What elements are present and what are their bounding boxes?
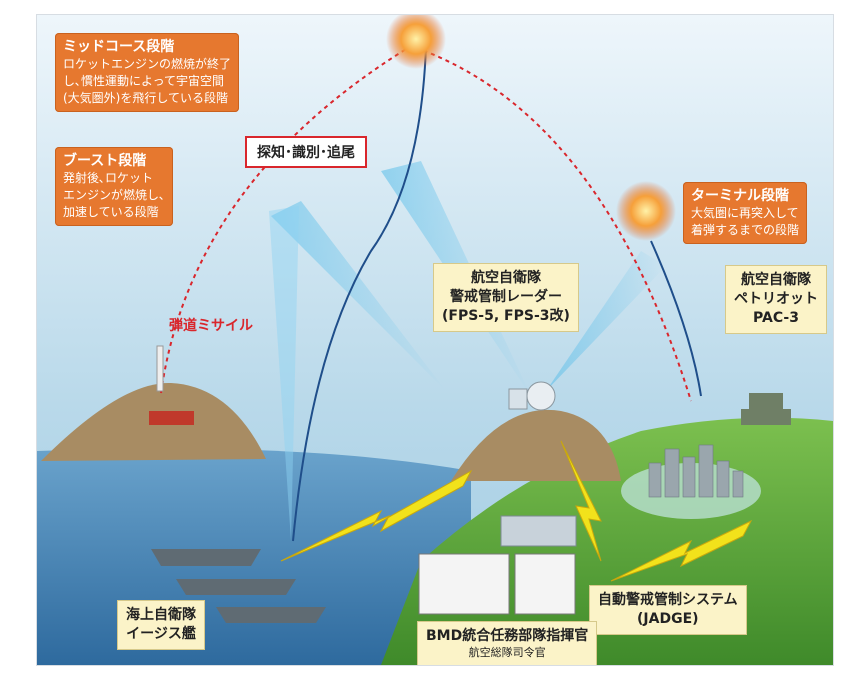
midcourse-line-2: し､慣性運動によって宇宙空間: [63, 74, 225, 88]
midcourse-title: ミッドコース段階: [63, 39, 175, 55]
scene-illustration: [37, 15, 833, 665]
launcher-vehicle: [149, 411, 194, 425]
midcourse-phase-box: ミッドコース段階 ロケットエンジンの燃焼が終了 し､慣性運動によって宇宙空間 (…: [55, 33, 240, 112]
radar-panel: [508, 388, 528, 410]
patriot-line-3: PAC-3: [753, 310, 799, 326]
diagram-frame: ミッドコース段階 ロケットエンジンの燃焼が終了 し､慣性運動によって宇宙空間 (…: [36, 14, 834, 666]
pac3-path: [650, 240, 702, 397]
radar-line-3: (FPS-5, FPS-3改): [442, 308, 570, 324]
aegis-beam: [269, 206, 299, 541]
aegis-ships: [151, 549, 326, 623]
boost-line-3: 加速している段階: [63, 205, 159, 219]
boost-title: ブースト段階: [63, 153, 147, 169]
ballistic-missile-label: 弾道ミサイル: [169, 318, 253, 334]
patriot-label: 航空自衛隊 ペトリオット PAC-3: [725, 265, 827, 334]
boost-line-2: エンジンが燃焼し､: [63, 188, 166, 202]
jadge-line-2: (JADGE): [637, 611, 699, 627]
datalinks: [280, 440, 753, 582]
bmd-subtitle: 航空総隊司令官: [468, 646, 546, 659]
boost-phase-box: ブースト段階 発射後､ロケット エンジンが燃焼し､ 加速している段階: [55, 147, 174, 226]
missile-on-launcher: [156, 345, 164, 392]
terminal-phase-box: ターミナル段階 大気圏に再突入して 着弾するまでの段階: [683, 182, 808, 244]
boost-line-1: 発射後､ロケット: [63, 171, 154, 185]
radar-line-2: 警戒管制レーダー: [449, 289, 562, 305]
terminal-line-2: 着弾するまでの段階: [691, 223, 800, 237]
patriot-line-2: ペトリオット: [734, 291, 818, 307]
bmd-commander-label: BMD統合任務部隊指揮官 航空総隊司令官: [417, 621, 598, 665]
interceptor-path: [292, 45, 427, 542]
bmd-title: BMD統合任務部隊指揮官: [426, 628, 589, 644]
intercept-burst-terminal: [616, 181, 676, 241]
radar-dome: [526, 381, 556, 411]
aegis-line-1: 海上自衛隊: [126, 607, 196, 623]
detect-track-label: 探知･識別･追尾: [245, 136, 367, 168]
radar-label: 航空自衛隊 警戒管制レーダー (FPS-5, FPS-3改): [433, 263, 579, 332]
patriot-launcher: [741, 393, 791, 425]
radar-hill: [451, 409, 621, 481]
patriot-line-1: 航空自衛隊: [741, 272, 811, 288]
midcourse-line-3: (大気圏外)を飛行している段階: [63, 91, 229, 105]
intercept-burst-midcourse: [386, 15, 446, 69]
operators-inset: [514, 553, 576, 615]
aegis-label: 海上自衛隊 イージス艦: [117, 600, 205, 650]
terminal-title: ターミナル段階: [691, 188, 789, 204]
command-room-inset: [418, 553, 510, 615]
terminal-line-1: 大気圏に再突入して: [691, 206, 799, 220]
command-building: [500, 515, 577, 547]
city-buildings: [648, 444, 744, 498]
jadge-label: 自動警戒管制システム (JADGE): [589, 585, 747, 635]
aegis-line-2: イージス艦: [126, 626, 196, 642]
jadge-line-1: 自動警戒管制システム: [598, 592, 738, 608]
radar-beam-1: [271, 201, 446, 391]
radar-line-1: 航空自衛隊: [470, 270, 541, 286]
radar-beam-3: [546, 251, 666, 391]
midcourse-line-1: ロケットエンジンの燃焼が終了: [63, 57, 232, 71]
